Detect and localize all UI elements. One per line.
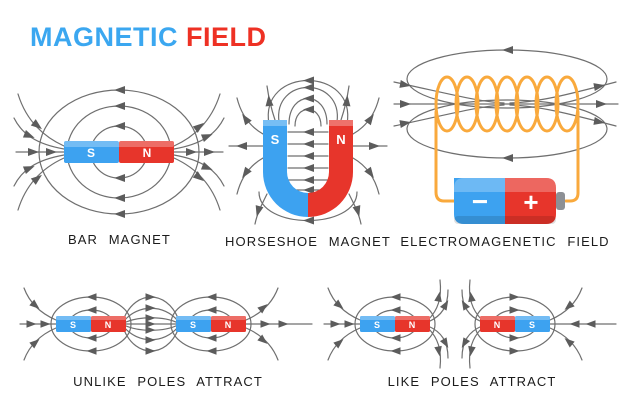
magnet2-south-half — [515, 316, 550, 332]
unlike-poles-magnet-1: S N — [56, 316, 126, 332]
magnet1-north-half — [395, 316, 430, 332]
magnet1-highlight — [360, 316, 430, 320]
magnet1-north-half — [91, 316, 126, 332]
horseshoe-caption: HORSESHOE MAGNET — [225, 234, 391, 249]
bar-magnet-body: S N — [64, 141, 174, 163]
battery-highlight — [454, 178, 556, 192]
like-poles-magnet-2: N S — [480, 316, 550, 332]
bar-magnet-caption: BAR MAGNET — [68, 232, 171, 247]
magnet1-south-half — [56, 316, 91, 332]
bar-magnet-north-half — [119, 141, 174, 163]
battery-terminal-nub — [556, 192, 565, 210]
unlike-poles-figure: S N S N UNLIKE POLES ATTRACT — [18, 276, 318, 389]
battery: − + — [454, 178, 565, 224]
horseshoe-south-pole-face — [263, 120, 287, 126]
magnet2-south-half — [176, 316, 211, 332]
horseshoe-magnet-body: S N — [263, 120, 353, 217]
unlike-poles-magnet-2: S N — [176, 316, 246, 332]
electromagnetic-field-figure: − + ELECTROMAGENETIC FIELD — [390, 32, 620, 249]
battery-positive-half — [505, 178, 556, 224]
magnet1-s-label: S — [70, 320, 76, 330]
em-field-lines — [393, 49, 619, 159]
bar-magnet-figure: S N BAR MAGNET — [12, 78, 227, 247]
electromagnetic-caption: ELECTROMAGENETIC FIELD — [400, 234, 610, 249]
like-poles-magnet-1: S N — [360, 316, 430, 332]
horseshoe-north-pole-face — [329, 120, 353, 126]
like-poles-figure: S N N S LIKE POLES ATTRACT — [322, 276, 622, 389]
horseshoe-magnet-diagram: S N — [228, 76, 388, 225]
magnet2-n-label: N — [225, 320, 232, 330]
magnet1-n-label: N — [105, 320, 112, 330]
like-poles-caption: LIKE POLES ATTRACT — [387, 374, 557, 389]
magnet2-n-label: N — [494, 320, 501, 330]
electromagnetic-field-diagram: − + — [393, 46, 619, 224]
magnet1-n-label: N — [409, 320, 416, 330]
horseshoe-magnet-figure: S N HORSESHOE MAGNET — [223, 74, 393, 249]
horseshoe-s-label: S — [271, 132, 280, 147]
horseshoe-north-arm — [308, 120, 353, 217]
magnet1-s-label: S — [374, 320, 380, 330]
like-poles-diagram: S N N S — [323, 279, 617, 369]
horseshoe-south-arm — [263, 120, 308, 217]
horseshoe-n-label: N — [336, 132, 345, 147]
unlike-poles-caption: UNLIKE POLES ATTRACT — [73, 374, 263, 389]
title-word-magnetic: MAGNETIC — [30, 22, 178, 52]
battery-negative-half — [454, 178, 505, 224]
battery-plus-sign: + — [523, 187, 538, 217]
magnet1-highlight — [56, 316, 126, 320]
magnet2-north-half — [211, 316, 246, 332]
bar-magnet-south-half — [64, 141, 119, 163]
battery-minus-sign: − — [472, 186, 488, 217]
bar-magnet-diagram: S N — [13, 86, 225, 218]
bar-magnet-s-label: S — [87, 146, 95, 160]
bar-magnet-n-label: N — [143, 146, 152, 160]
page-title: MAGNETIC FIELD — [30, 22, 267, 53]
solenoid-coil — [434, 75, 580, 203]
magnet1-south-half — [360, 316, 395, 332]
magnet2-s-label: S — [529, 320, 535, 330]
magnet2-s-label: S — [190, 320, 196, 330]
title-word-field: FIELD — [186, 22, 267, 52]
bar-magnet-highlight — [64, 141, 174, 147]
unlike-poles-diagram: S N S N — [19, 287, 313, 361]
magnet2-highlight — [176, 316, 246, 320]
magnet2-highlight — [480, 316, 550, 320]
magnet2-north-half — [480, 316, 515, 332]
battery-shadow — [454, 216, 556, 224]
